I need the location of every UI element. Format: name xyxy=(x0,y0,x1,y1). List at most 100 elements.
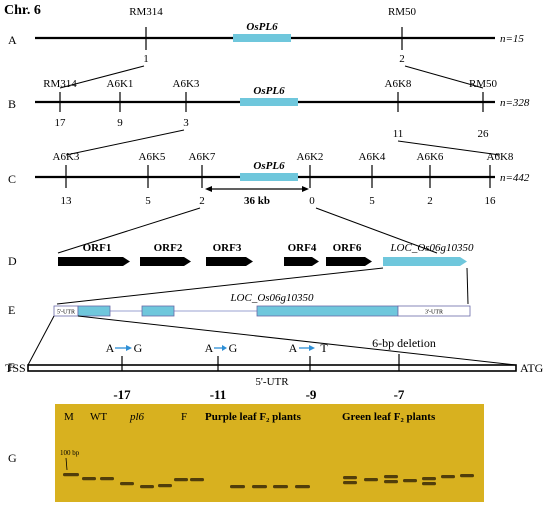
orf1-label: ORF1 xyxy=(83,242,112,254)
mutation-2-pos: -11 xyxy=(210,387,227,402)
mutation-4-pos: -7 xyxy=(394,387,405,402)
marker-rm314-b: RM314 xyxy=(43,78,77,90)
gel-band xyxy=(252,485,267,489)
gel-band xyxy=(343,481,357,485)
gel-band xyxy=(403,479,417,483)
marker-a6k7-c: A6K7 xyxy=(189,151,216,163)
connector-e-f-right xyxy=(77,315,517,366)
orf3-label: ORF3 xyxy=(213,242,242,254)
count-c-4: 0 xyxy=(309,195,315,207)
connector-a-b-left xyxy=(59,65,145,89)
count-c-7: 16 xyxy=(485,195,497,207)
purple-group-label: Purple leaf F₂ plants xyxy=(205,411,302,423)
marker-a6k6-c: A6K6 xyxy=(417,151,444,163)
gel-band xyxy=(230,485,245,489)
marker-a6k3-b: A6K3 xyxy=(173,78,200,90)
marker-a6k1-b: A6K1 xyxy=(107,78,134,90)
marker-a6k2-c: A6K2 xyxy=(297,151,324,163)
utr3-label: 3'-UTR xyxy=(425,310,443,316)
distance-arrow-left-head xyxy=(205,186,212,192)
connector-d-e-left xyxy=(56,267,384,305)
panel-g-letter: G xyxy=(8,451,17,465)
ladder-pointer xyxy=(65,457,68,471)
marker-rm50-a: RM50 xyxy=(388,6,417,18)
panel-d-letter: D xyxy=(8,254,17,268)
marker-rm50-b: RM50 xyxy=(469,78,498,90)
ladder-label: 100 bp xyxy=(60,449,80,457)
n-label-a: n=15 xyxy=(500,33,524,45)
locus-arrow xyxy=(383,257,467,266)
row-a: OsPL6 RM314 RM50 1 2 n=15 xyxy=(35,6,524,65)
orf4-label: ORF4 xyxy=(288,242,317,254)
gel-band xyxy=(158,484,172,488)
exon-3 xyxy=(256,305,399,317)
gel-band xyxy=(295,485,310,489)
count-b-4: 11 xyxy=(393,128,404,140)
exon-1 xyxy=(77,305,111,317)
connector-c-d-left xyxy=(57,207,201,254)
connector-b-c-left xyxy=(65,129,185,156)
orf1-arrow xyxy=(58,257,130,266)
panel-b-letter: B xyxy=(8,97,16,111)
row-e: LOC_Os06g10350 5'-UTR 3'-UTR xyxy=(53,292,471,317)
row-c: OsPL6 A6K3 A6K5 A6K7 A6K2 A6K4 A6K6 A6K8… xyxy=(35,151,530,207)
panel-a-letter: A xyxy=(8,33,17,47)
marker-a6k4-c: A6K4 xyxy=(359,151,386,163)
lane-m-label: M xyxy=(64,411,74,423)
gel-band xyxy=(422,477,436,481)
connector-a-b-right xyxy=(404,65,484,89)
row-f: TSS ATG 5'-UTR A G -17 A G -11 A T -9 6-… xyxy=(5,336,544,402)
row-b: OsPL6 RM314 A6K1 A6K3 A6K8 RM50 17 9 3 1… xyxy=(35,78,530,140)
gene-label-b: OsPL6 xyxy=(253,85,285,97)
marker-a6k5-c: A6K5 xyxy=(139,151,166,163)
gel-band xyxy=(120,482,134,486)
orf6-label: ORF6 xyxy=(333,242,362,254)
lane-pl6-label: pl6 xyxy=(129,411,145,423)
gel-bands xyxy=(63,473,474,489)
chromosome-label: Chr. 6 xyxy=(4,3,41,18)
locus-label-e: LOC_Os06g10350 xyxy=(229,292,314,304)
gel-band xyxy=(343,476,357,480)
mutation-3-arrow-head xyxy=(309,345,315,351)
marker-a6k3-c: A6K3 xyxy=(53,151,80,163)
panel-c-letter: C xyxy=(8,172,16,186)
orf2-arrow xyxy=(140,257,191,266)
mutation-1-from: A xyxy=(106,341,115,355)
count-c-3: 2 xyxy=(199,195,205,207)
orf6-arrow xyxy=(326,257,372,266)
mutation-3-from: A xyxy=(289,341,298,355)
gel-band xyxy=(384,480,398,484)
mutation-3-pos: -9 xyxy=(306,387,317,402)
atg-label: ATG xyxy=(520,361,544,375)
count-b-5: 26 xyxy=(478,128,490,140)
gel-band xyxy=(140,485,154,489)
n-label-b: n=328 xyxy=(500,97,530,109)
tss-label: TSS xyxy=(5,361,26,375)
distance-arrow-right-head xyxy=(302,186,309,192)
n-label-c: n=442 xyxy=(500,172,530,184)
count-c-1: 13 xyxy=(61,195,73,207)
marker-a6k8-b: A6K8 xyxy=(385,78,412,90)
gel-band xyxy=(273,485,288,489)
gel-band xyxy=(364,478,378,482)
connector-e-f-left xyxy=(27,315,55,366)
locus-label-d: LOC_Os06g10350 xyxy=(389,242,474,254)
utr-bar xyxy=(27,364,517,372)
gel-band xyxy=(190,478,204,482)
gel-band xyxy=(82,477,96,481)
green-group-label: Green leaf F₂ plants xyxy=(342,411,436,423)
row-g-gel: M WT pl6 F Purple leaf F₂ plants Green l… xyxy=(55,404,484,502)
mutation-2-from: A xyxy=(205,341,214,355)
count-c-2: 5 xyxy=(145,195,151,207)
panel-e-letter: E xyxy=(8,303,15,317)
gel-band xyxy=(100,477,114,481)
orf3-arrow xyxy=(206,257,253,266)
utr3-box xyxy=(397,305,471,317)
gene-box-c xyxy=(240,173,298,181)
utr5-label: 5'-UTR xyxy=(57,310,75,316)
count-c-6: 2 xyxy=(427,195,433,207)
mutation-1-arrow-head xyxy=(126,345,132,351)
gel-background xyxy=(55,404,484,502)
distance-label: 36 kb xyxy=(244,195,270,207)
